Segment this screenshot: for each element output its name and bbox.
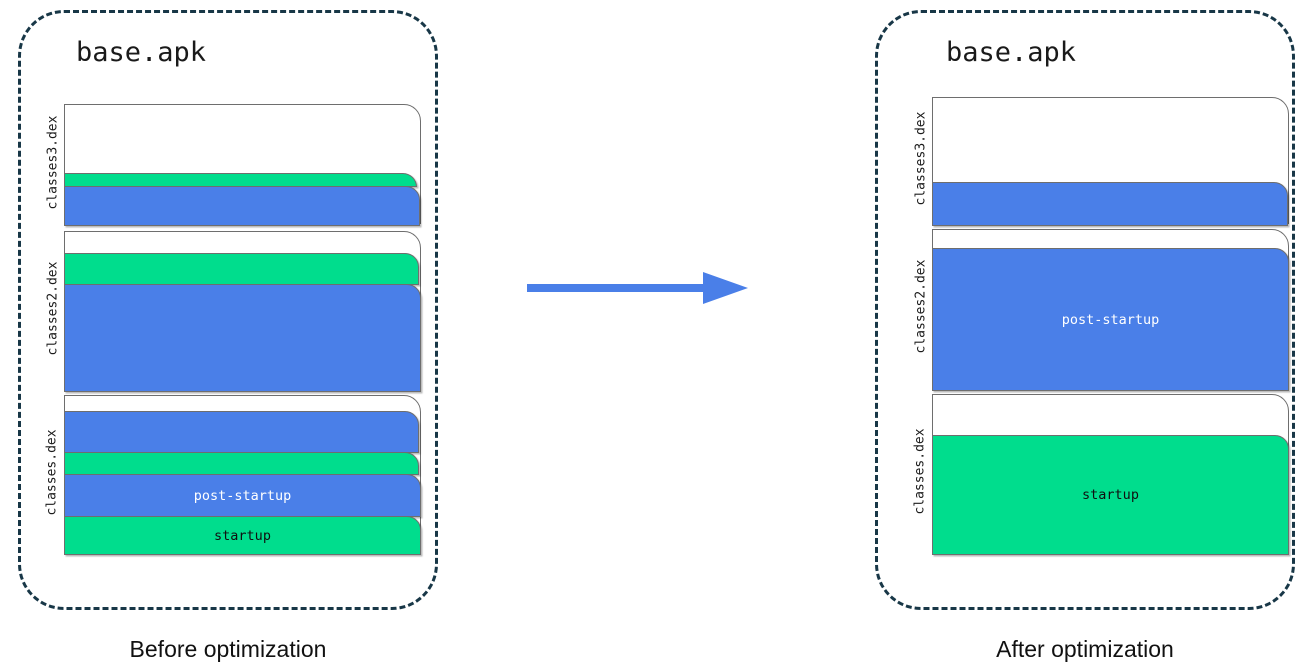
caption-after: After optimization [996,636,1174,662]
dex-box-classes: post-startup startup [64,395,421,555]
segment-post-startup[interactable] [64,284,421,392]
segment-post-startup[interactable] [932,182,1288,226]
segment-startup[interactable] [64,253,419,285]
segment-label: post-startup [193,487,292,504]
dex-group-before-classes2: classes2.dex [46,231,421,392]
optimization-arrow [527,272,752,306]
dex-label-classes: classes.dex [44,429,60,516]
dex-group-before-classes: classes.dex post-startup startup [45,395,421,555]
dex-group-after-classes2: classes2.dex post-startup [914,229,1289,391]
segment-startup[interactable] [64,173,417,187]
dex-label-classes2: classes2.dex [45,261,61,356]
dex-group-before-classes3: classes3.dex [46,104,421,226]
dex-box-classes: startup [932,394,1289,555]
dex-label-classes: classes.dex [912,428,928,515]
dex-label-classes3: classes3.dex [45,115,61,210]
dex-box-classes2: post-startup [932,229,1289,391]
dex-label-classes2: classes2.dex [913,259,929,354]
dex-box-classes3 [64,104,421,226]
dex-group-after-classes: classes.dex startup [913,394,1289,555]
apk-title-after: base.apk [946,37,1077,68]
segment-post-startup-labeled[interactable]: post-startup [64,474,421,517]
segment-label: startup [214,527,271,544]
segment-startup[interactable] [64,452,419,475]
dex-label-classes3: classes3.dex [913,111,929,206]
dex-group-after-classes3: classes3.dex [914,97,1289,226]
arrow-head-icon [703,272,748,304]
dex-box-classes3 [932,97,1289,226]
caption-before: Before optimization [129,636,327,662]
segment-label: post-startup [1061,311,1160,328]
segment-post-startup[interactable] [64,411,419,453]
segment-post-startup[interactable] [64,186,420,226]
segment-post-startup-labeled[interactable]: post-startup [932,248,1289,391]
segment-label: startup [1082,487,1139,503]
dex-box-classes2 [64,231,421,392]
arrow-shaft [527,284,707,292]
apk-title-before: base.apk [76,37,207,68]
segment-startup-labeled[interactable]: startup [64,516,421,555]
segment-startup-labeled[interactable]: startup [932,435,1289,555]
